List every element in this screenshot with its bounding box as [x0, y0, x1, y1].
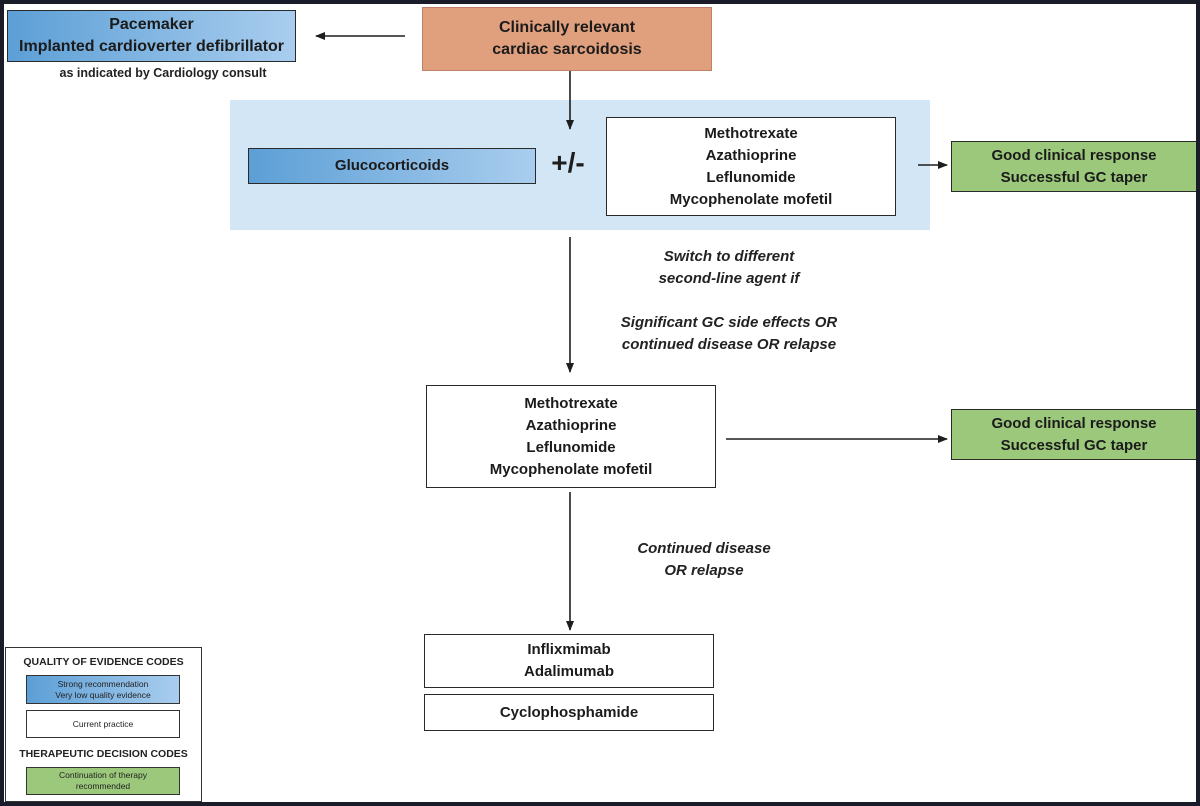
legend-continuation-swatch: Continuation of therapy recommended	[26, 767, 180, 795]
good-response-box-middle: Good clinical response Successful GC tap…	[951, 409, 1196, 460]
legend-strong-line-2: Very low quality evidence	[55, 689, 151, 700]
device-therapy-box: Pacemaker Implanted cardioverter defibri…	[7, 10, 296, 62]
device-line-2: Implanted cardioverter defibrillator	[19, 38, 284, 55]
agent-methotrexate: Methotrexate	[704, 124, 798, 142]
biologic-infliximab: Inflixmimab	[527, 641, 611, 658]
biologics-box: Inflixmimab Adalimumab	[424, 634, 714, 688]
switch-condition-note: Significant GC side effects OR continued…	[597, 312, 861, 356]
start-line-1: Clinically relevant	[498, 19, 636, 36]
agent-azathioprine: Azathioprine	[705, 146, 797, 164]
good-response-box-top: Good clinical response Successful GC tap…	[951, 141, 1196, 192]
cardiac-sarcoidosis-box: Clinically relevant cardiac sarcoidosis	[422, 7, 712, 71]
agent-leflunomide: Leflunomide	[526, 438, 616, 456]
agent-methotrexate: Methotrexate	[524, 394, 618, 412]
cyclophosphamide-box: Cyclophosphamide	[424, 694, 714, 731]
response-top-line-2: Successful GC taper	[1000, 168, 1148, 186]
glucocorticoids-box: Glucocorticoids	[248, 148, 536, 184]
legend-therapeutic-heading: THERAPEUTIC DECISION CODES	[19, 748, 188, 760]
relapse-note-line-1: Continued disease	[637, 540, 771, 557]
switch-agent-note: Switch to different second-line agent if	[604, 246, 854, 290]
second-line-agents-box-top: Methotrexate Azathioprine Leflunomide My…	[606, 117, 896, 216]
relapse-note: Continued disease OR relapse	[604, 538, 804, 582]
flowchart-canvas: Pacemaker Implanted cardioverter defibri…	[4, 4, 1196, 802]
condition-note-line-1: Significant GC side effects OR	[620, 314, 838, 331]
response-mid-line-2: Successful GC taper	[1000, 436, 1148, 454]
agent-leflunomide: Leflunomide	[706, 168, 796, 186]
biologic-adalimumab: Adalimumab	[523, 663, 614, 680]
agent-azathioprine: Azathioprine	[525, 416, 617, 434]
legend-continuation-line-1: Continuation of therapy	[59, 770, 147, 780]
legend-current-practice-swatch: Current practice	[26, 710, 180, 738]
legend-strong-recommendation-swatch: Strong recommendation Very low quality e…	[26, 675, 180, 704]
legend: QUALITY OF EVIDENCE CODES Strong recomme…	[5, 647, 202, 802]
response-top-line-1: Good clinical response	[991, 146, 1157, 164]
glucocorticoids-label: Glucocorticoids	[334, 157, 450, 174]
agent-mycophenolate: Mycophenolate mofetil	[669, 190, 833, 208]
legend-continuation-line-2: recommended	[75, 781, 131, 791]
arrow-layer	[315, 32, 948, 631]
agent-mycophenolate: Mycophenolate mofetil	[489, 460, 653, 478]
second-line-agents-box-middle: Methotrexate Azathioprine Leflunomide My…	[426, 385, 716, 488]
legend-quality-heading: QUALITY OF EVIDENCE CODES	[23, 656, 184, 668]
condition-note-line-2: continued disease OR relapse	[621, 336, 837, 353]
switch-note-line-1: Switch to different	[663, 248, 795, 265]
device-note: as indicated by Cardiology consult	[59, 66, 267, 80]
legend-current-label: Current practice	[72, 718, 134, 729]
relapse-note-line-2: OR relapse	[664, 562, 744, 579]
legend-strong-line-1: Strong recommendation	[57, 678, 149, 689]
response-mid-line-1: Good clinical response	[991, 414, 1157, 432]
plus-minus-sign: +/-	[551, 147, 585, 178]
start-line-2: cardiac sarcoidosis	[492, 41, 642, 58]
cyclophosphamide-label: Cyclophosphamide	[499, 703, 639, 721]
device-line-1: Pacemaker	[109, 16, 194, 33]
switch-note-line-2: second-line agent if	[658, 270, 800, 287]
